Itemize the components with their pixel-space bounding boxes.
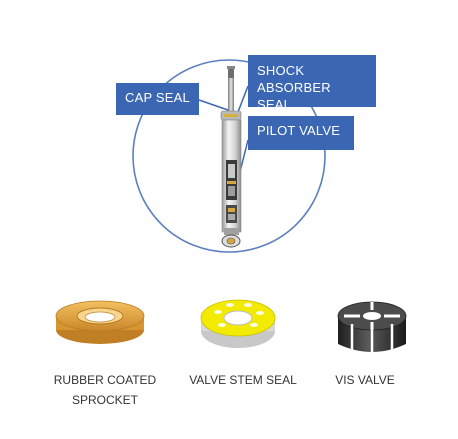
cap-seal-callout: CAP SEAL: [116, 83, 199, 115]
shock-absorber-seal-callout: SHOCK ABSORBER SEAL: [248, 55, 376, 112]
rubber-coated-sprocket-icon: [55, 300, 145, 344]
magnifier-circle: [132, 59, 326, 253]
vis-valve-caption: VIS VALVE: [335, 373, 395, 387]
pilot-valve-callout: PILOT VALVE: [248, 116, 354, 150]
shock-absorber-illustration: [220, 66, 242, 248]
rubber-coated-sprocket-caption: RUBBER COATED SPROCKET: [53, 373, 157, 407]
valve-stem-seal-icon: [200, 299, 276, 348]
vis-valve-icon: [337, 301, 407, 356]
valve-stem-seal-caption: VALVE STEM SEAL: [189, 373, 297, 387]
